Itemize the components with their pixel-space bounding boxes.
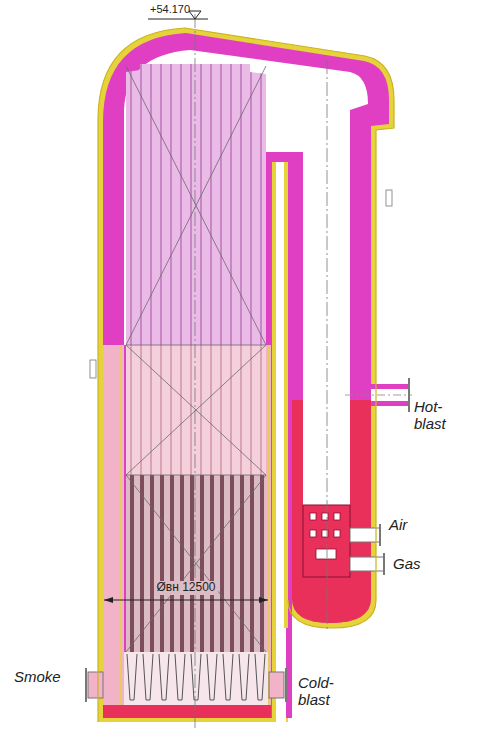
- grate-column: [223, 654, 233, 700]
- cold-blast-label: Cold-blast: [298, 674, 352, 709]
- elevation-mark: +54.170: [150, 3, 190, 16]
- grate-column: [127, 654, 137, 700]
- grate-column: [175, 654, 185, 700]
- grate-column: [191, 654, 201, 700]
- grate-column: [207, 654, 217, 700]
- smoke-label: Smoke: [14, 668, 61, 685]
- air-label: Air: [389, 516, 407, 533]
- grate-column: [255, 654, 265, 700]
- hot-blast-label: Hot-blast: [414, 398, 462, 433]
- grate-column: [143, 654, 153, 700]
- diameter-dimension: Øвн 12500: [154, 581, 217, 595]
- gas-label: Gas: [393, 555, 421, 572]
- grate-column: [239, 654, 249, 700]
- grate-column: [159, 654, 169, 700]
